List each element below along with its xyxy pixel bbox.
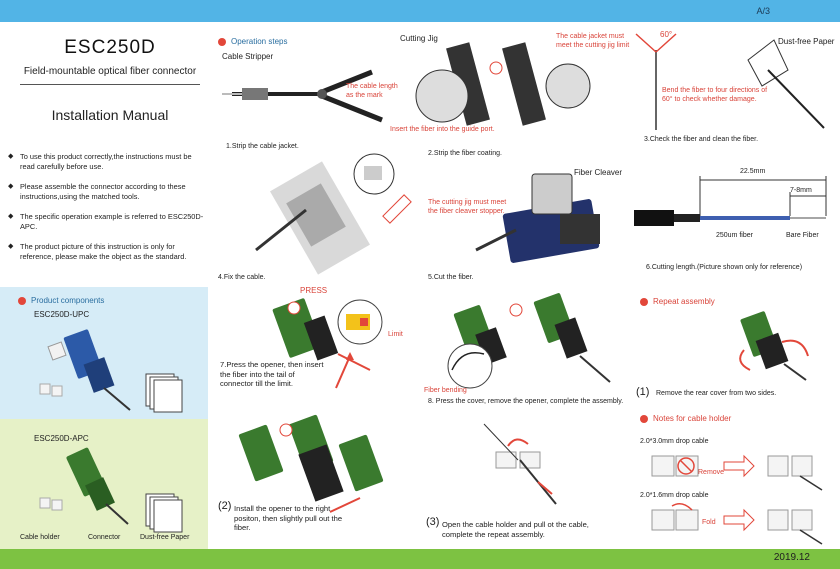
usage-notes: To use this product correctly,the instru… [8, 152, 204, 272]
cable-stripper-label: Cable Stripper [222, 52, 274, 61]
cable-holder-label: Cable holder [20, 534, 60, 541]
holder-fold-illustration [651, 503, 823, 545]
install-opener-illustration [238, 414, 384, 513]
cable-stripper-illustration [222, 69, 383, 123]
manual-heading: Installation Manual [51, 107, 169, 123]
bend-check-note: Bend the fiber to four directions of 60°… [662, 87, 768, 103]
top-color-bar [0, 0, 840, 22]
press-label: PRESS [300, 286, 328, 295]
title-divider [20, 84, 200, 85]
print-date: 2019.12 [773, 552, 810, 563]
apc-connector-illustration [39, 447, 129, 525]
connector-label: Connector [88, 534, 121, 541]
cable-b-label: 2.0*1.6mm drop cable [640, 492, 709, 499]
product-title: ESC250D [64, 37, 156, 58]
fiber-cleaver-illustration [475, 173, 600, 263]
open-step-text: Open the cable holder and pull ot the ca… [442, 520, 589, 539]
cable-a-label: 2.0*3.0mm drop cable [640, 438, 709, 445]
fiber-bending-label: Fiber bending [424, 387, 467, 394]
bullet-dot-icon [640, 297, 648, 306]
bend-angle-illustration [635, 33, 677, 130]
step-8-text: 8. Press the cover, remove the opener, c… [428, 398, 624, 405]
cutting-jig-illustration [415, 42, 591, 126]
cutting-length-diagram [634, 176, 827, 226]
cable-holder-notes-heading: Notes for cable holder [640, 414, 731, 423]
remove-rear-cover-illustration [739, 311, 809, 381]
note-item: The specific operation example is referr… [8, 212, 204, 232]
install-step-number: (2) [218, 500, 232, 512]
dust-free-paper-note: Dust-free Paper [778, 37, 835, 46]
bare-fiber-label: Bare Fiber [786, 232, 819, 239]
holder-remove-illustration [651, 454, 823, 491]
step-1-text: 1.Strip the cable jacket. [226, 143, 299, 150]
dust-free-paper-label: Dust-free Paper [140, 534, 190, 541]
bullet-dot-icon [218, 37, 226, 46]
step-5-text: 5.Cut the fiber. [428, 274, 474, 281]
step-3-text: 3.Check the fiber and clean the fiber. [644, 136, 759, 143]
fix-cable-illustration [272, 298, 383, 371]
cleaver-stopper-note: The cutting jig must meet the fiber clea… [428, 199, 507, 215]
product-subtitle: Field-mountable optical fiber connector [23, 66, 197, 77]
insert-guide-note: Insert the fiber into the guide port. [390, 126, 495, 133]
dust-free-paper-illustration [145, 493, 183, 533]
bullet-dot-icon [640, 414, 648, 423]
angle-label: 60° [660, 30, 673, 39]
repeat-step-1-text: Remove the rear cover from two sides. [656, 390, 777, 397]
bottom-color-bar [0, 549, 840, 569]
cutting-jig-label: Cutting Jig [400, 34, 438, 43]
jacket-limit-note: The cable jacket must meet the cutting j… [556, 33, 630, 49]
page-number: A/3 [756, 6, 770, 16]
dust-free-paper-illustration [145, 373, 183, 413]
repeat-assembly-heading: Repeat assembly [640, 297, 715, 306]
note-item: Please assemble the connector according … [8, 182, 204, 202]
fold-label: Fold [702, 519, 716, 526]
step-6-text: 6.Cutting length.(Picture shown only for… [646, 264, 803, 271]
operation-heading: Operation steps [218, 37, 287, 46]
note-item: The product picture of this instruction … [8, 242, 204, 262]
insert-arrow-illustration [335, 352, 354, 389]
bullet-dot-icon [18, 296, 26, 305]
step-7-text: 7.Press the opener, then insert the fibe… [220, 360, 324, 388]
repeat-step-1-number: (1) [636, 386, 650, 398]
dimension-bare-label: 7-8mm [790, 187, 812, 194]
upc-connector-illustration [39, 329, 131, 411]
open-step-number: (3) [426, 516, 440, 528]
step-4-text: 4.Fix the cable. [218, 274, 266, 281]
fiber-bending-illustration [447, 343, 493, 389]
cable-length-note: The cable length as the mark [346, 83, 398, 99]
apc-label: ESC250D-APC [34, 434, 89, 443]
strip-jacket-illustration [255, 153, 412, 275]
dust-free-wipe-illustration [747, 39, 825, 129]
fiber-250-label: 250um fiber [716, 232, 753, 239]
install-step-text: Install the opener to the right positon,… [234, 504, 343, 532]
fiber-cleaver-label: Fiber Cleaver [574, 168, 623, 177]
upc-label: ESC250D-UPC [34, 310, 90, 319]
remove-label: Remove [698, 469, 725, 476]
step-2-text: 2.Strip the fiber coating. [428, 150, 502, 157]
limit-label: Limit [388, 331, 403, 338]
note-item: To use this product correctly,the instru… [8, 152, 204, 172]
components-heading: Product components [18, 296, 104, 305]
dimension-total-label: 22.5mm [740, 168, 766, 175]
open-holder-illustration [483, 423, 557, 505]
cut-fiber-illustration [453, 293, 611, 383]
